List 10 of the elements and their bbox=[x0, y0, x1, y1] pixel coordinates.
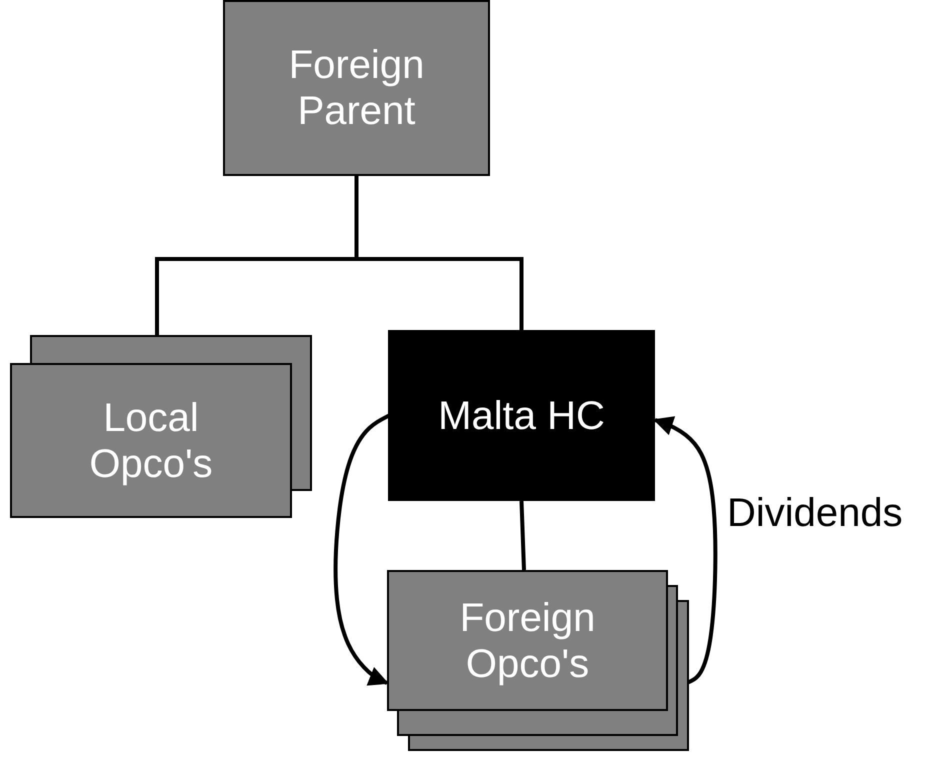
stacked-boxes bbox=[387, 570, 689, 751]
node-label: Foreign Opco's bbox=[458, 594, 596, 686]
connector-line bbox=[520, 500, 526, 570]
node-label: Malta HC bbox=[438, 392, 605, 438]
node-label: Foreign Parent bbox=[288, 42, 426, 134]
stacked-boxes bbox=[10, 335, 312, 518]
node-label: Local Opco's bbox=[88, 394, 214, 486]
entity-box bbox=[223, 0, 490, 176]
highlighted-box bbox=[388, 330, 655, 501]
curved-arrow bbox=[653, 416, 718, 685]
